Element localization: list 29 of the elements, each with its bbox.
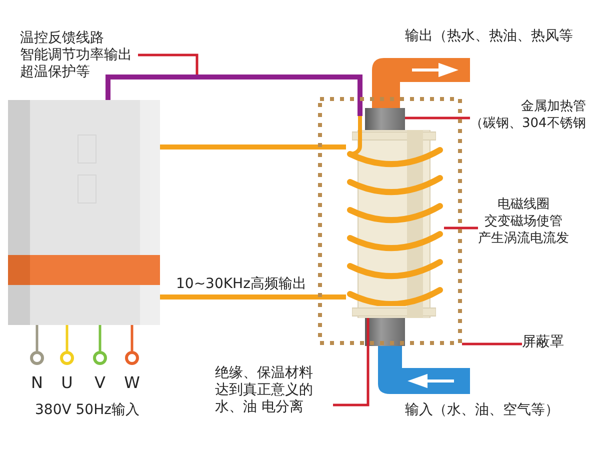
leader-line <box>444 226 478 230</box>
caption-text: 380V 50Hz输入 <box>35 402 140 419</box>
callout-text: 金属加热管（碳钢、304不锈钢 <box>470 98 586 132</box>
leader-line <box>138 54 198 77</box>
shield-frame <box>318 97 462 345</box>
leader-line <box>405 116 470 120</box>
heating-tube-drawing <box>365 108 405 130</box>
leader-line <box>333 318 370 406</box>
callout-text: 绝缘、保温材料达到真正意义的水、油 电分离 <box>215 365 313 416</box>
coil-drawing <box>346 116 444 306</box>
edge-label: 10~30KHz高频输出 <box>176 276 306 293</box>
callout-text: 温控反馈线路智能调节功率输出超温保护等 <box>20 30 132 81</box>
wire <box>36 325 38 351</box>
leader-line <box>462 342 522 346</box>
callout-text: 电磁线圈交变磁场使管产生涡流电流发 <box>478 196 569 247</box>
terminal-letter: V <box>94 375 106 391</box>
wire <box>106 74 362 116</box>
terminal-letter: W <box>123 375 141 391</box>
terminal-letter: U <box>60 375 74 391</box>
terminal-letter: N <box>30 375 44 391</box>
callout-text: 屏蔽罩 <box>522 334 564 351</box>
wire <box>160 144 346 150</box>
caption-text: 输出（热水、热油、热风等 <box>405 28 573 45</box>
heater-controller-drawing <box>8 100 160 325</box>
wire <box>160 294 346 300</box>
wire <box>66 325 68 351</box>
wire <box>130 325 134 351</box>
caption-text: 输入（水、油、空气等） <box>405 402 559 419</box>
wire <box>98 325 102 351</box>
